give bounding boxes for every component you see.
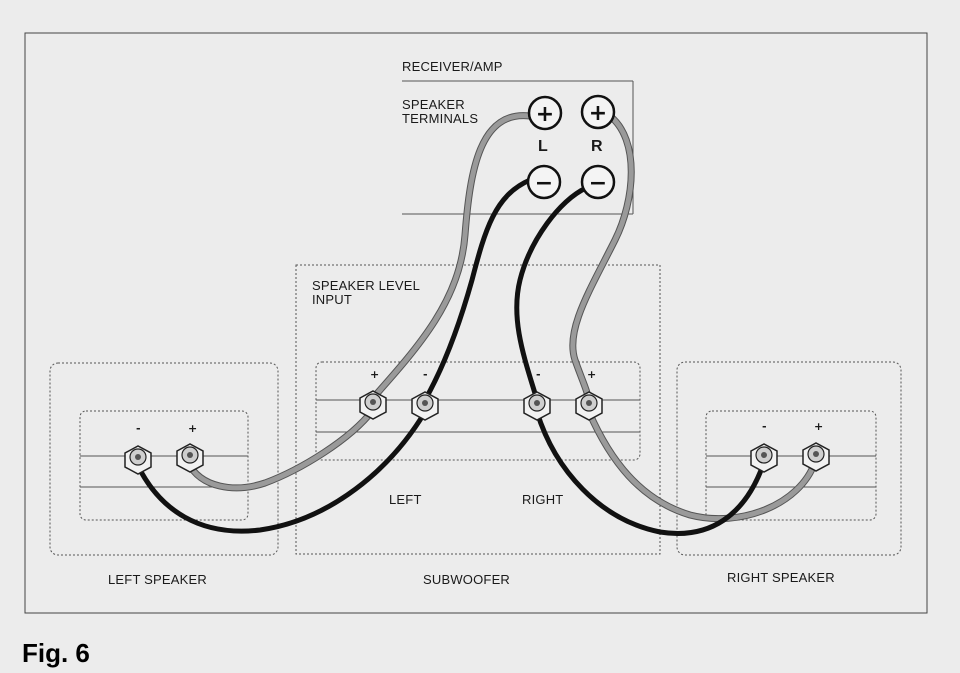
- sub-right-minus-post: [523, 391, 551, 421]
- left-speaker-plus-post: [176, 443, 204, 473]
- right-speaker-caption: RIGHT SPEAKER: [727, 570, 835, 585]
- subwoofer-left-label: LEFT: [389, 492, 422, 507]
- receiver-right-minus-terminal: [580, 164, 616, 200]
- right-speaker-plus-post: [802, 442, 830, 472]
- left-speaker-terminal-block: [79, 410, 249, 521]
- wire-right-speaker-plus: [586, 409, 818, 522]
- binding-posts: [124, 390, 830, 475]
- receiver-terminals: + + − −: [526, 94, 616, 200]
- right-channel-label: R: [591, 138, 603, 155]
- wire-receiver-left-plus-edge: [369, 112, 534, 402]
- left-speaker-caption: LEFT SPEAKER: [108, 572, 207, 587]
- speaker-terminals-label-2: TERMINALS: [402, 111, 478, 126]
- receiver-right-plus-sign: +: [589, 101, 607, 126]
- speaker-level-input-label-1: SPEAKER LEVEL: [312, 278, 420, 293]
- right-speaker-panel: - +: [676, 361, 902, 556]
- left-speaker-minus-sign: -: [136, 422, 141, 435]
- wire-receiver-right-minus: [514, 185, 589, 403]
- subwoofer-right-label: RIGHT: [522, 492, 563, 507]
- sub-left-minus-sign: -: [423, 368, 428, 381]
- sub-right-plus-post: [575, 391, 603, 421]
- wire-receiver-left-minus: [422, 177, 533, 403]
- right-speaker-terminal-block: [705, 410, 877, 521]
- sub-right-plus-sign: +: [587, 368, 596, 381]
- right-speaker-outline: [676, 361, 902, 556]
- left-speaker-outline: [49, 362, 279, 556]
- sub-right-minus-sign: -: [536, 368, 541, 381]
- figure-label: Fig. 6: [22, 638, 90, 668]
- wire-receiver-right-plus: [570, 113, 634, 405]
- subwoofer-caption: SUBWOOFER: [423, 572, 510, 587]
- receiver-left-minus-sign: −: [535, 171, 553, 196]
- wire-left-speaker-minus: [135, 409, 428, 534]
- receiver-left-plus-terminal: [527, 95, 563, 131]
- speaker-level-input-label-2: INPUT: [312, 292, 352, 307]
- sub-left-minus-post: [411, 391, 439, 421]
- left-channel-label: L: [538, 138, 548, 155]
- receiver-left-plus-sign: +: [536, 102, 554, 127]
- wire-right-speaker-minus: [534, 409, 766, 536]
- left-speaker-panel: - +: [49, 362, 279, 556]
- wires: [135, 112, 819, 536]
- receiver-panel: RECEIVER/AMP SPEAKER TERMINALS L R: [402, 59, 634, 215]
- receiver-right-minus-sign: −: [589, 171, 607, 196]
- right-speaker-plus-sign: +: [814, 420, 823, 433]
- left-speaker-plus-sign: +: [188, 422, 197, 435]
- sub-left-plus-post: [359, 390, 387, 420]
- receiver-right-plus-terminal: [580, 94, 616, 130]
- sub-left-plus-sign: +: [370, 368, 379, 381]
- right-speaker-minus-sign: -: [762, 420, 767, 433]
- receiver-title: RECEIVER/AMP: [402, 59, 503, 74]
- right-speaker-minus-post: [750, 443, 778, 473]
- wire-receiver-right-plus-edge: [569, 112, 635, 406]
- wire-left-speaker-plus: [185, 407, 376, 491]
- figure-frame: [24, 32, 928, 614]
- subwoofer-terminal-block: [315, 361, 641, 461]
- left-speaker-minus-post: [124, 445, 152, 475]
- wire-receiver-left-plus: [370, 113, 533, 401]
- speaker-terminals-label-1: SPEAKER: [402, 97, 465, 112]
- receiver-left-minus-terminal: [526, 164, 562, 200]
